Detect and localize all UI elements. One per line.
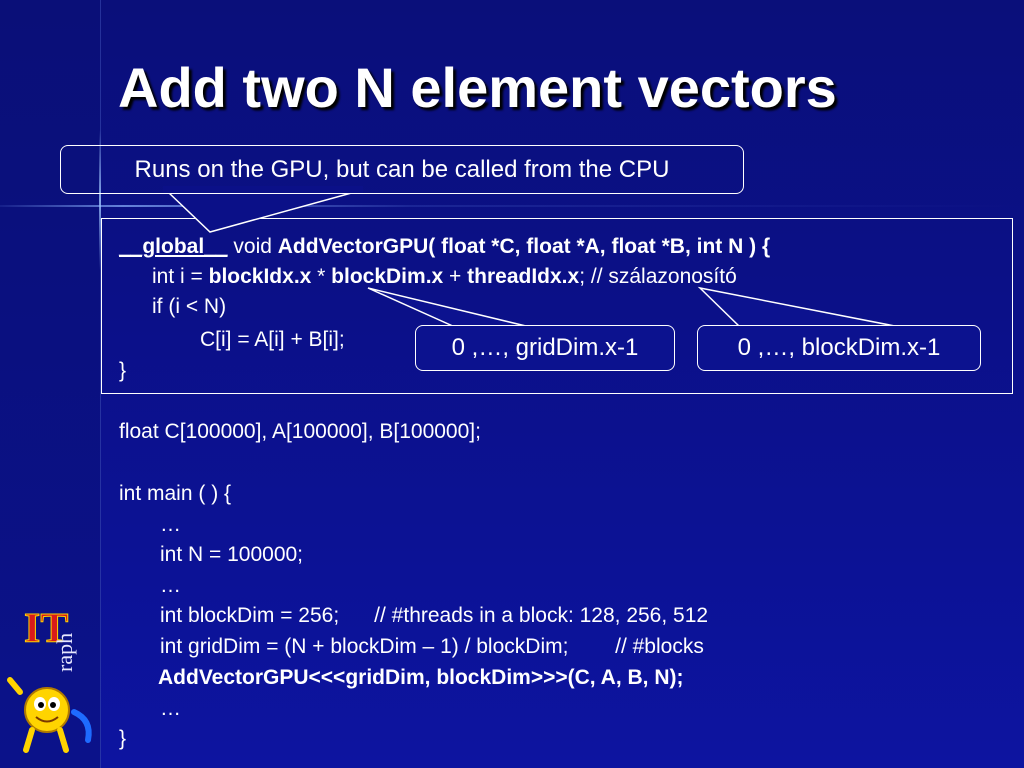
slide-title: Add two N element vectors — [118, 56, 837, 119]
code-line-2: int i = blockIdx.x * blockDim.x + thread… — [152, 262, 737, 292]
threadidx-token: threadIdx.x — [467, 265, 580, 288]
logo-face-icon — [24, 687, 70, 733]
itgraph-logo: IT raph — [7, 606, 92, 753]
blockdim-token: blockDim.x — [331, 265, 444, 288]
global-keyword: __global__ — [119, 235, 228, 258]
code-line-3: if (i < N) — [152, 295, 227, 318]
code-text: int i = — [152, 265, 209, 288]
code-text: * — [311, 265, 332, 288]
main-open: int main ( ) { — [119, 482, 232, 505]
code-text: + — [443, 265, 468, 288]
callout-gpu: Runs on the GPU, but can be called from … — [60, 145, 744, 194]
void-keyword: void — [227, 235, 278, 258]
ellipsis-2: … — [160, 574, 181, 597]
ellipsis-1: … — [160, 513, 181, 536]
host-array-decl: float C[100000], A[100000], B[100000]; — [119, 420, 481, 443]
ellipsis-3: … — [160, 697, 181, 720]
main-close: } — [119, 727, 127, 750]
n-decl: int N = 100000; — [160, 543, 304, 566]
left-band — [0, 0, 101, 768]
kernel-code-box — [101, 218, 1013, 394]
callout-blockdim-range: 0 ,…, blockDim.x-1 — [697, 325, 981, 371]
logo-raph-letters: raph — [52, 633, 77, 672]
kernel-signature: AddVectorGPU( float *C, float *A, float … — [277, 235, 771, 258]
blockdim-decl: int blockDim = 256; // #threads in a blo… — [160, 604, 709, 627]
logo-it-letters: IT — [24, 606, 68, 652]
griddim-decl: int gridDim = (N + blockDim – 1) / block… — [160, 635, 704, 658]
code-comment: ; // szálazonosító — [579, 265, 737, 288]
callout-gpu-text: Runs on the GPU, but can be called from … — [134, 155, 670, 183]
code-line-4: C[i] = A[i] + B[i]; — [200, 328, 345, 351]
blockidx-token: blockIdx.x — [208, 265, 312, 288]
callout-griddim-text: 0 ,…, gridDim.x-1 — [451, 334, 639, 361]
code-line-5: } — [119, 359, 127, 382]
decor-horizontal-line — [0, 205, 1024, 207]
code-line-1: __global__ void AddVectorGPU( float *C, … — [119, 232, 770, 262]
callout-blockdim-text: 0 ,…, blockDim.x-1 — [737, 334, 941, 361]
kernel-launch: AddVectorGPU<<<gridDim, blockDim>>>(C, A… — [158, 666, 684, 689]
callout-griddim-range: 0 ,…, gridDim.x-1 — [415, 325, 675, 371]
decor-vertical-line — [99, 130, 101, 270]
